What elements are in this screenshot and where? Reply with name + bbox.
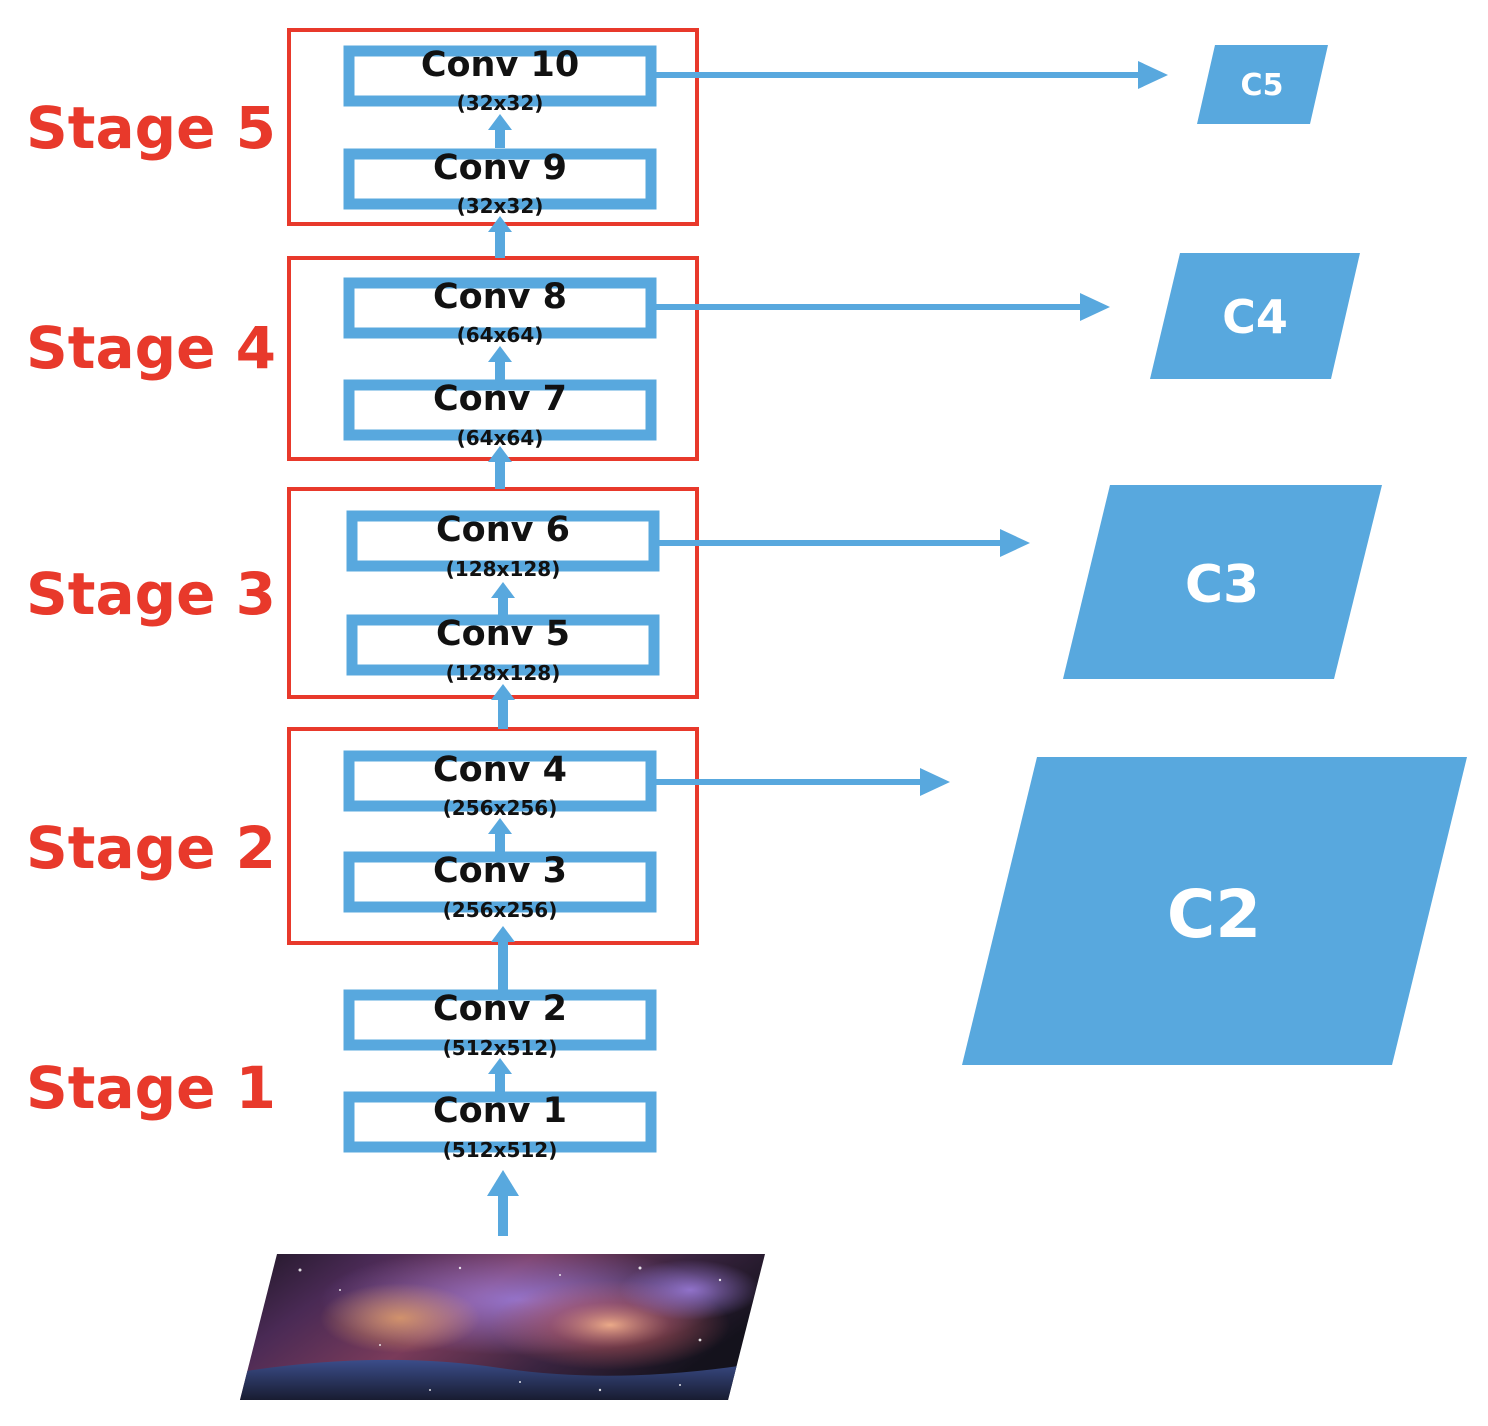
conv-10-box xyxy=(343,45,657,107)
arrowhead-conv5-conv6 xyxy=(491,582,515,598)
c5-shape xyxy=(1197,45,1328,124)
conv-3-box xyxy=(343,851,657,913)
arrowhead-conv10-c5 xyxy=(1138,61,1168,89)
conv-7-block: Conv 7 (64x64) xyxy=(343,379,657,450)
conv-4-block: Conv 4 (256x256) xyxy=(343,750,657,820)
conv-8-size: (64x64) xyxy=(457,323,544,347)
conv-1-name: Conv 1 xyxy=(433,1091,567,1131)
conv-2-block: Conv 2 (512x512) xyxy=(343,989,657,1060)
conv-9-size: (32x32) xyxy=(457,194,544,218)
conv-2-box xyxy=(343,989,657,1051)
arrowhead-conv8-c4 xyxy=(1080,293,1110,321)
arrowhead-conv4-conv5 xyxy=(491,684,515,700)
c4-feature-map: C4 xyxy=(1150,253,1360,379)
c5-label: C5 xyxy=(1241,68,1284,103)
c4-label: C4 xyxy=(1222,290,1288,344)
conv-3-size: (256x256) xyxy=(443,898,558,922)
conv-9-block: Conv 9 (32x32) xyxy=(343,148,657,218)
c2-feature-map: C2 xyxy=(962,757,1467,1065)
c2-shape xyxy=(962,757,1467,1065)
stage-2-label: Stage 2 xyxy=(26,814,276,882)
c3-label: C3 xyxy=(1185,555,1259,615)
conv-4-box xyxy=(343,750,657,812)
stage-3-frame xyxy=(287,487,699,699)
conv-3-name: Conv 3 xyxy=(433,851,567,891)
conv-2-size: (512x512) xyxy=(443,1036,558,1060)
conv-4-size: (256x256) xyxy=(443,796,558,820)
arrowhead-conv7-conv8 xyxy=(488,346,512,362)
conv-7-name: Conv 7 xyxy=(433,379,567,419)
conv-5-block: Conv 5 (128x128) xyxy=(346,614,660,685)
stage-1-label: Stage 1 xyxy=(26,1054,276,1122)
conv-7-box xyxy=(343,379,657,441)
conv-6-box xyxy=(346,510,660,572)
arrowhead-conv2-conv3 xyxy=(491,926,515,942)
conv-6-block: Conv 6 (128x128) xyxy=(346,510,660,581)
output-feature-maps: C5 C4 C3 C2 xyxy=(962,45,1467,1065)
arrowhead-conv6-conv7 xyxy=(488,446,512,462)
conv-9-box xyxy=(343,148,657,210)
conv-5-size: (128x128) xyxy=(446,661,561,685)
stage-5-frame xyxy=(287,28,699,226)
c4-shape xyxy=(1150,253,1360,379)
conv-10-name: Conv 10 xyxy=(421,45,579,85)
arrowhead-conv8-conv9 xyxy=(488,216,512,232)
conv-8-box xyxy=(343,277,657,339)
arrowhead-input-conv1 xyxy=(487,1170,519,1196)
c5-feature-map: C5 xyxy=(1197,45,1328,124)
stage-5-label: Stage 5 xyxy=(26,94,276,162)
conv-10-size: (32x32) xyxy=(457,91,544,115)
arrowhead-conv1-conv2 xyxy=(488,1058,512,1074)
conv-7-size: (64x64) xyxy=(457,426,544,450)
stage-labels: Stage 5 Stage 4 Stage 3 Stage 2 Stage 1 xyxy=(26,94,276,1122)
input-image xyxy=(240,1254,765,1400)
conv-4-name: Conv 4 xyxy=(433,750,567,790)
conv-1-size: (512x512) xyxy=(443,1138,558,1162)
c2-label: C2 xyxy=(1167,876,1261,953)
c3-feature-map: C3 xyxy=(1063,485,1382,679)
conv-8-block: Conv 8 (64x64) xyxy=(343,277,657,347)
arrowhead-conv3-conv4 xyxy=(488,818,512,834)
arrowhead-conv4-c2 xyxy=(920,768,950,796)
conv-6-name: Conv 6 xyxy=(436,510,570,550)
conv-10-block: Conv 10 (32x32) xyxy=(343,45,657,115)
conv-blocks: Conv 10 (32x32) Conv 9 (32x32) Conv 8 (6… xyxy=(343,45,660,1162)
c3-shape xyxy=(1063,485,1382,679)
conv-6-size: (128x128) xyxy=(446,557,561,581)
conv-5-name: Conv 5 xyxy=(436,614,570,654)
conv-2-name: Conv 2 xyxy=(433,989,567,1029)
conv-1-box xyxy=(343,1091,657,1153)
arrowhead-conv6-c3 xyxy=(1000,529,1030,557)
stage-4-label: Stage 4 xyxy=(26,314,276,382)
stage-3-label: Stage 3 xyxy=(26,560,276,628)
conv-5-box xyxy=(346,614,660,676)
conv-8-name: Conv 8 xyxy=(433,277,567,317)
conv-3-block: Conv 3 (256x256) xyxy=(343,851,657,922)
conv-1-block: Conv 1 (512x512) xyxy=(343,1091,657,1162)
arrowhead-conv9-conv10 xyxy=(488,114,512,130)
stage-2-frame xyxy=(287,727,699,945)
conv-9-name: Conv 9 xyxy=(433,148,567,188)
connectors xyxy=(487,61,1168,1236)
